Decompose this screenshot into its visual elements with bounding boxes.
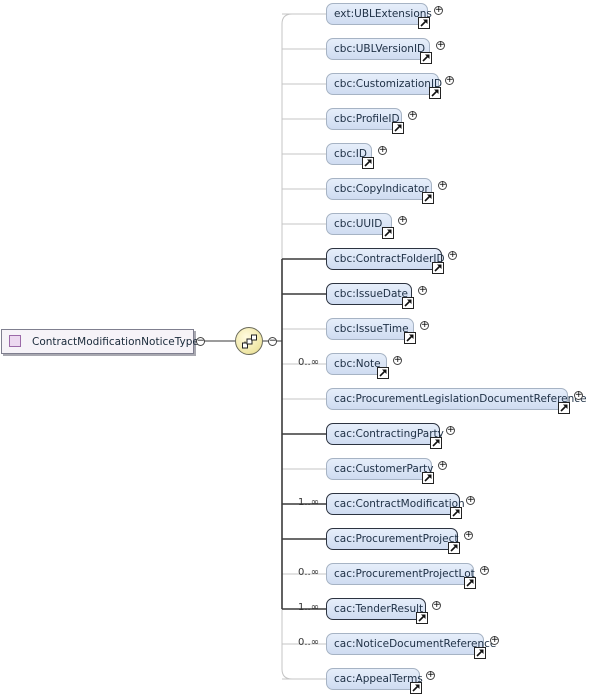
type-link-icon[interactable] xyxy=(392,122,404,134)
root-type-label: ContractModificationNoticeType xyxy=(32,336,199,348)
expand-toggle[interactable]: + xyxy=(490,635,499,645)
type-link-icon[interactable] xyxy=(382,227,394,239)
expand-toggle[interactable]: + xyxy=(418,285,427,295)
element-name: cbc:ProfileID xyxy=(334,113,400,125)
element-name: cbc:CopyIndicator xyxy=(334,183,429,195)
expand-toggle[interactable]: + xyxy=(438,460,447,470)
expand-toggle[interactable]: + xyxy=(398,215,407,225)
cardinality-label: 0..∞ xyxy=(298,567,320,578)
type-link-icon[interactable] xyxy=(362,157,374,169)
element-node[interactable]: cac:AppealTerms xyxy=(326,668,423,690)
expand-toggle[interactable]: + xyxy=(446,425,455,435)
element-node[interactable]: cbc:UBLVersionID xyxy=(326,38,430,60)
element-node[interactable]: cac:TenderResult xyxy=(326,598,426,620)
type-link-icon[interactable] xyxy=(448,542,460,554)
type-link-icon[interactable] xyxy=(418,17,430,29)
expand-toggle[interactable]: + xyxy=(426,670,435,680)
element-name: cbc:ContractFolderID xyxy=(334,253,445,265)
element-name: cbc:IssueDate xyxy=(334,288,408,300)
expand-toggle[interactable]: + xyxy=(438,180,447,190)
element-node[interactable]: cbc:UUID xyxy=(326,213,392,235)
type-link-icon[interactable] xyxy=(432,262,444,274)
complex-type-icon xyxy=(9,335,21,347)
element-node[interactable]: cac:ProcurementLegislationDocumentRefere… xyxy=(326,388,587,410)
element-name: cac:AppealTerms xyxy=(334,673,423,685)
expand-toggle[interactable]: + xyxy=(445,75,454,85)
expand-toggle[interactable]: + xyxy=(464,530,473,540)
element-node[interactable]: ext:UBLExtensions xyxy=(326,3,432,25)
type-link-icon[interactable] xyxy=(422,192,434,204)
expand-toggle[interactable]: + xyxy=(378,145,387,155)
element-node[interactable]: cbc:ContractFolderID xyxy=(326,248,445,270)
type-link-icon[interactable] xyxy=(404,332,416,344)
expand-toggle[interactable]: + xyxy=(574,390,583,400)
expand-toggle[interactable]: + xyxy=(420,320,429,330)
type-link-icon[interactable] xyxy=(429,87,441,99)
expand-toggle[interactable]: + xyxy=(434,5,443,15)
element-name: cac:ProcurementLegislationDocumentRefere… xyxy=(334,393,587,405)
expand-toggle[interactable]: + xyxy=(466,495,475,505)
element-name: cac:ContractingParty xyxy=(334,428,444,440)
element-node[interactable]: cbc:IssueDate xyxy=(326,283,412,305)
element-name: cbc:Note xyxy=(334,358,381,370)
element-node[interactable]: cac:CustomerParty xyxy=(326,458,434,480)
element-name: cbc:UBLVersionID xyxy=(334,43,426,55)
element-name: cac:ProcurementProjectLot xyxy=(334,568,475,580)
sequence-node[interactable] xyxy=(235,327,263,355)
element-node[interactable]: cbc:Note xyxy=(326,353,387,375)
element-name: cac:NoticeDocumentReference xyxy=(334,638,497,650)
type-link-icon[interactable] xyxy=(416,612,428,624)
expand-toggle[interactable]: + xyxy=(393,355,402,365)
element-node[interactable]: cac:ProcurementProject xyxy=(326,528,459,550)
element-name: cac:CustomerParty xyxy=(334,463,434,475)
type-link-icon[interactable] xyxy=(377,367,389,379)
element-node[interactable]: cac:NoticeDocumentReference xyxy=(326,633,496,655)
type-link-icon[interactable] xyxy=(402,297,414,309)
expand-toggle[interactable]: + xyxy=(432,600,441,610)
element-name: ext:UBLExtensions xyxy=(334,8,432,20)
element-node[interactable]: cbc:ID xyxy=(326,143,372,165)
type-link-icon[interactable] xyxy=(410,682,422,694)
element-node[interactable]: cac:ContractingParty xyxy=(326,423,444,445)
cardinality-label: 1..∞ xyxy=(298,602,320,613)
cardinality-label: 0..∞ xyxy=(298,637,320,648)
expand-toggle[interactable]: + xyxy=(436,40,445,50)
type-link-icon[interactable] xyxy=(430,437,442,449)
element-name: cbc:IssueTime xyxy=(334,323,409,335)
type-link-icon[interactable] xyxy=(474,647,486,659)
sequence-collapse-toggle[interactable]: − xyxy=(268,336,277,346)
element-name: cbc:ID xyxy=(334,148,367,160)
sequence-compositor-icon xyxy=(242,334,257,349)
element-node[interactable]: cac:ContractModification xyxy=(326,493,465,515)
element-name: cbc:UUID xyxy=(334,218,383,230)
element-node[interactable]: cbc:CopyIndicator xyxy=(326,178,432,200)
element-node[interactable]: cbc:IssueTime xyxy=(326,318,414,340)
type-link-icon[interactable] xyxy=(420,52,432,64)
element-name: cac:TenderResult xyxy=(334,603,424,615)
expand-toggle[interactable]: + xyxy=(448,250,457,260)
type-link-icon[interactable] xyxy=(450,507,462,519)
expand-toggle[interactable]: + xyxy=(480,565,489,575)
element-name: cac:ProcurementProject xyxy=(334,533,459,545)
element-node[interactable]: cbc:CustomizationID xyxy=(326,73,443,95)
root-type-node[interactable]: ContractModificationNoticeType xyxy=(1,329,199,354)
cardinality-label: 0..∞ xyxy=(298,357,320,368)
cardinality-label: 1..∞ xyxy=(298,497,320,508)
expand-toggle[interactable]: + xyxy=(408,110,417,120)
root-collapse-toggle[interactable]: − xyxy=(196,336,205,346)
element-node[interactable]: cac:ProcurementProjectLot xyxy=(326,563,475,585)
element-name: cbc:CustomizationID xyxy=(334,78,443,90)
type-link-icon[interactable] xyxy=(558,402,570,414)
type-link-icon[interactable] xyxy=(464,577,476,589)
element-node[interactable]: cbc:ProfileID xyxy=(326,108,402,130)
element-name: cac:ContractModification xyxy=(334,498,465,510)
type-link-icon[interactable] xyxy=(422,472,434,484)
